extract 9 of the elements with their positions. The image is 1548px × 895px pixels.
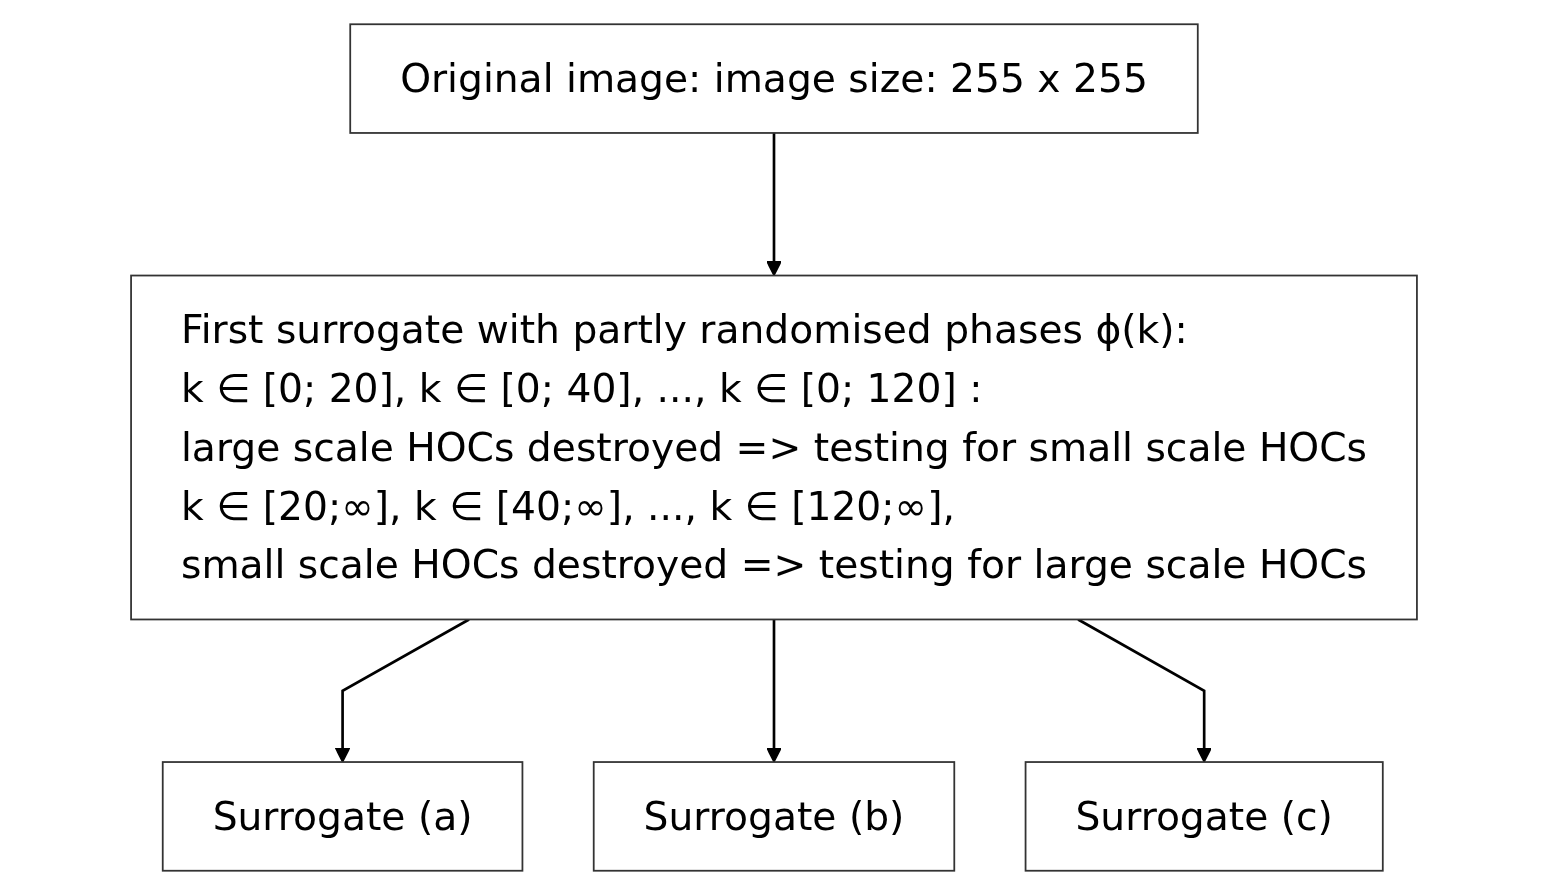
- arrow: [766, 619, 782, 763]
- node-box: Surrogate (b): [592, 761, 956, 872]
- node-box: Surrogate (c): [1024, 761, 1384, 872]
- arrow: [334, 618, 470, 763]
- node-box: Original image: image size: 255 x 255: [349, 23, 1199, 134]
- arrow: [766, 132, 782, 277]
- node-box: Surrogate (a): [161, 761, 524, 872]
- arrow: [1077, 618, 1212, 763]
- node-box: First surrogate with partly randomised phases ϕ(k): k ∈ [0; 20], k ∈ [0; 40], ..., k ∈ [0; 120] : large scale HOCs destroyed => testing for small scale HOCs k ∈ [20;∞], k ∈ [40;∞], ..., k ∈ [120;∞], small scale HOCs destroyed => testing for large scale HOCs: [130, 274, 1418, 621]
